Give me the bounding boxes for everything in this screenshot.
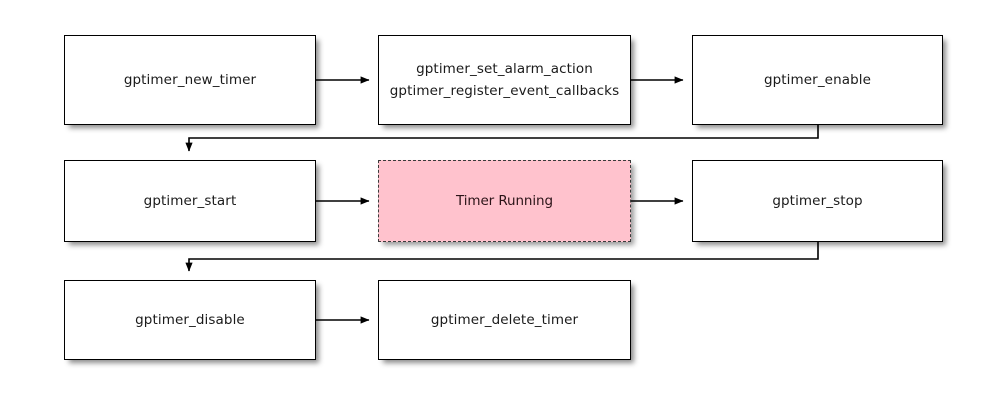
node-gptimer-set-alarm-action[interactable]: gptimer_set_alarm_action gptimer_registe…: [378, 35, 631, 125]
node-label-line-1: gptimer_set_alarm_action: [416, 60, 593, 77]
node-label: gptimer_new_timer: [123, 71, 257, 88]
node-gptimer-delete-timer[interactable]: gptimer_delete_timer: [378, 280, 631, 360]
node-gptimer-new-timer[interactable]: gptimer_new_timer: [64, 35, 316, 125]
node-label: gptimer_disable: [135, 311, 245, 328]
node-label: gptimer_start: [143, 192, 237, 209]
node-gptimer-enable[interactable]: gptimer_enable: [692, 35, 943, 125]
node-label: gptimer_stop: [772, 192, 863, 209]
node-gptimer-disable[interactable]: gptimer_disable: [64, 280, 316, 360]
node-gptimer-stop[interactable]: gptimer_stop: [692, 160, 943, 242]
node-label: gptimer_enable: [763, 71, 872, 88]
node-gptimer-start[interactable]: gptimer_start: [64, 160, 316, 242]
node-label-line-2: gptimer_register_event_callbacks: [389, 83, 620, 99]
edge-stop-to-disable: [185, 242, 819, 272]
node-label: Timer Running: [456, 192, 553, 209]
node-timer-running[interactable]: Timer Running: [378, 160, 631, 242]
edge-enable-to-start: [185, 125, 819, 152]
node-label: gptimer_delete_timer: [430, 311, 579, 328]
